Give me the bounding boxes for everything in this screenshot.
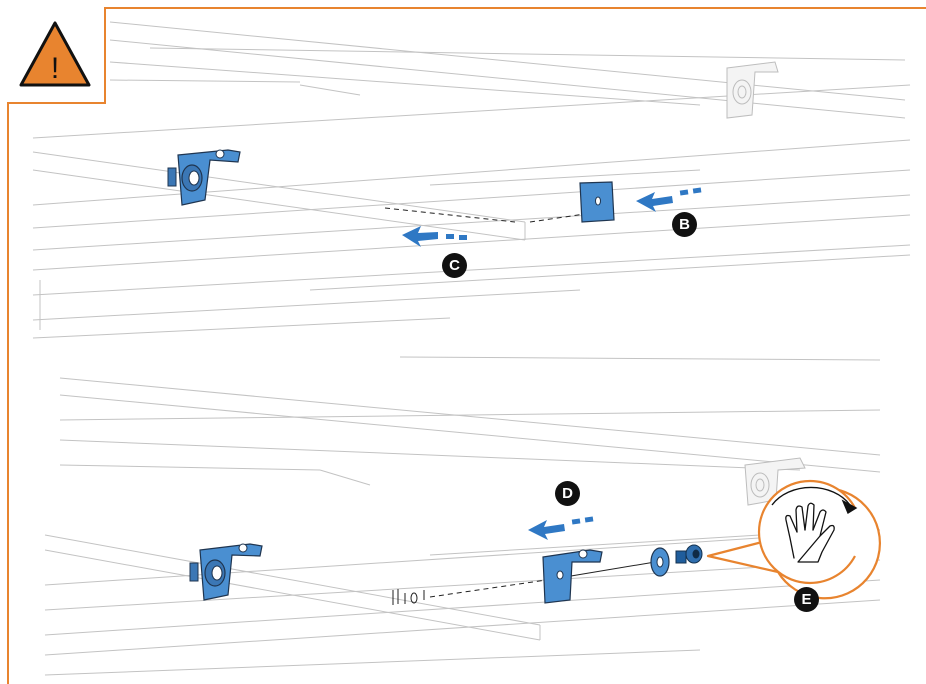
callout-d: D	[555, 481, 580, 506]
warning-triangle-icon: !	[19, 21, 91, 87]
callout-e: E	[794, 587, 819, 612]
bracket-upper-left	[167, 149, 241, 206]
page-frame	[7, 7, 926, 684]
hand-tighten-icon	[785, 502, 835, 563]
slide-arrow-d	[528, 516, 594, 540]
rail-slot-marks	[392, 589, 425, 605]
slide-arrow-b	[636, 187, 702, 212]
tighten-callout-bubble	[706, 479, 881, 600]
bracket-lower-middle	[542, 549, 603, 604]
bolt	[675, 544, 703, 564]
bracket-upper-right	[726, 61, 779, 119]
callout-b: B	[672, 212, 697, 237]
callout-c: C	[442, 253, 467, 278]
bracket-lower-right	[744, 457, 806, 506]
rotate-clockwise-icon	[771, 486, 858, 515]
nut-plate	[579, 181, 615, 223]
washer	[650, 547, 670, 577]
warning-box: !	[7, 7, 106, 104]
slide-arrow-c	[402, 226, 467, 247]
bracket-lower-left	[189, 543, 263, 601]
warning-symbol: !	[51, 52, 59, 85]
